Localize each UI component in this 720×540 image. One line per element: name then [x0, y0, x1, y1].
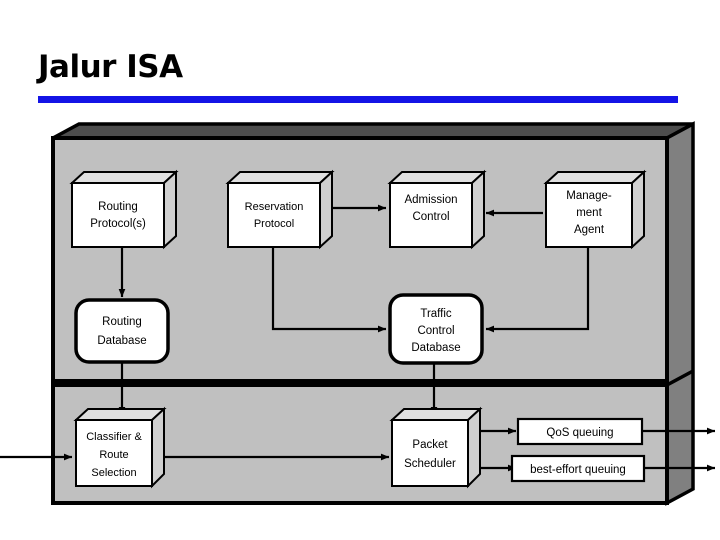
node-label: Selection [91, 467, 136, 479]
node-label: Route [99, 449, 128, 461]
edge-management-to-traffic-control-db [485, 247, 590, 333]
node-label: Manage- [566, 190, 612, 202]
node-label: Scheduler [404, 458, 456, 470]
page-title: Jalur ISA [38, 49, 183, 85]
node-label: QoS queuing [546, 427, 613, 439]
node-label: Control [417, 325, 454, 337]
node-label: Classifier & [86, 431, 142, 443]
node-label: Control [412, 211, 449, 223]
edge-reservation-to-traffic-control-db [271, 247, 387, 333]
node-traffic-control-database[interactable]: Traffic Control Database [388, 293, 484, 365]
node-label: Traffic [420, 308, 452, 320]
node-packet-scheduler[interactable]: Packet Scheduler [389, 406, 483, 489]
node-routing-database[interactable]: Routing Database [74, 298, 170, 364]
node-routing-protocols[interactable]: Routing Protocol(s) [69, 169, 179, 250]
node-label: Protocol(s) [90, 218, 146, 230]
node-best-effort-queuing[interactable]: best-effort queuing [510, 454, 646, 483]
node-label: Reservation [245, 201, 304, 213]
node-qos-queuing[interactable]: QoS queuing [516, 417, 644, 446]
title-underline-rule [38, 96, 678, 103]
node-label: Admission [404, 194, 457, 206]
node-label: best-effort queuing [530, 464, 626, 476]
node-reservation-protocol[interactable]: Reservation Protocol [225, 169, 335, 250]
node-label: Routing [102, 316, 142, 328]
node-label: Agent [574, 224, 605, 236]
node-label: Packet [412, 439, 448, 451]
node-label: Routing [98, 201, 138, 213]
connector-layer [0, 204, 716, 472]
node-label: Database [411, 342, 460, 354]
node-management-agent[interactable]: Manage- ment Agent [543, 169, 647, 250]
node-admission-control[interactable]: Admission Control [387, 169, 487, 250]
node-classifier-route-selection[interactable]: Classifier & Route Selection [73, 406, 167, 489]
node-label: Database [97, 335, 146, 347]
node-label: Protocol [254, 218, 294, 230]
node-label: ment [576, 207, 602, 219]
